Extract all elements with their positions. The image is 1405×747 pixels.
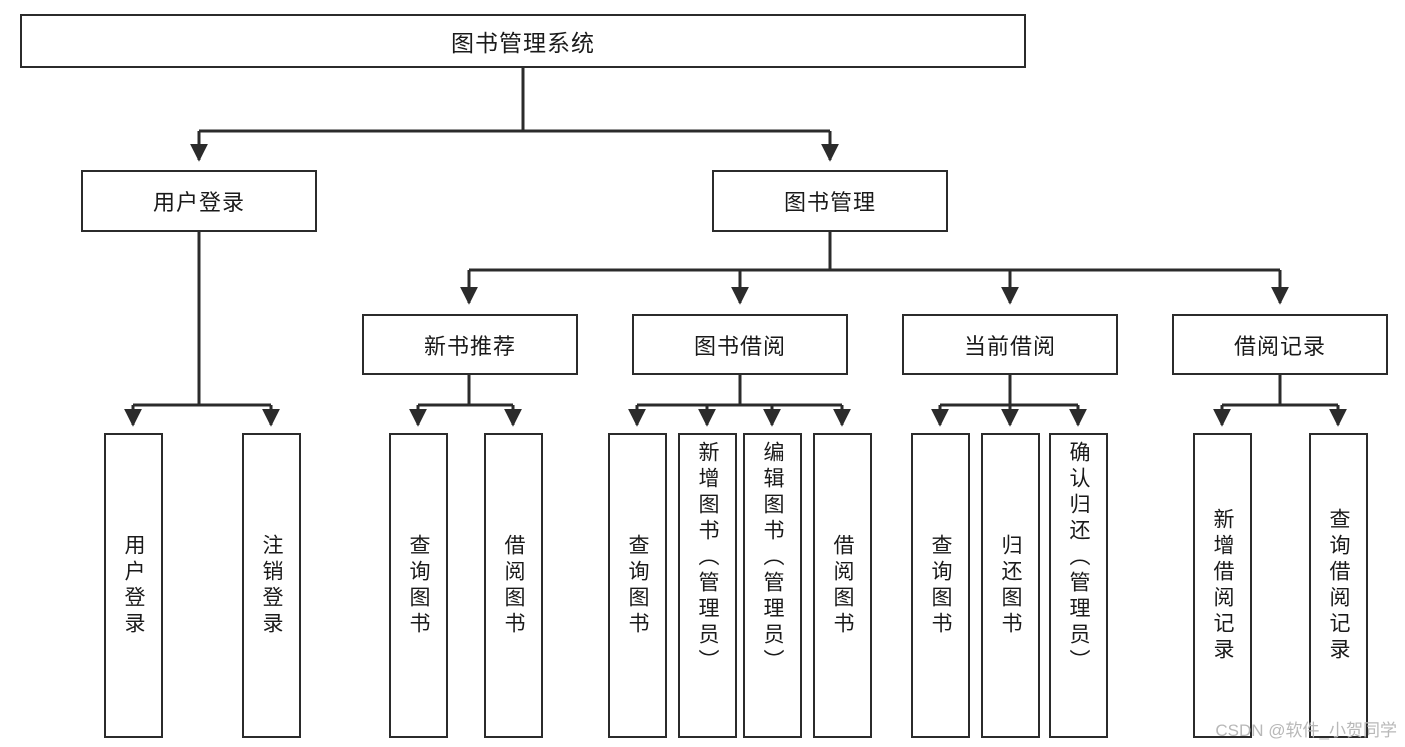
node-current-borrow[interactable]: 当前借阅 bbox=[902, 314, 1118, 375]
leaf-add-book[interactable]: 新增图书（管理员） bbox=[678, 433, 737, 738]
node-book-borrow[interactable]: 图书借阅 bbox=[632, 314, 848, 375]
leaf-query-record-label: 查询借阅记录 bbox=[1327, 507, 1350, 664]
leaf-user-login-label: 用户登录 bbox=[122, 533, 145, 638]
node-borrow-record[interactable]: 借阅记录 bbox=[1172, 314, 1388, 375]
leaf-logout[interactable]: 注销登录 bbox=[242, 433, 301, 738]
node-borrow-record-label: 借阅记录 bbox=[1233, 333, 1326, 359]
leaf-confirm-return-label: 确认归还（管理员） bbox=[1067, 441, 1090, 675]
node-book-management-label: 图书管理 bbox=[783, 190, 876, 215]
leaf-query-book-1-label: 查询图书 bbox=[407, 533, 430, 638]
leaf-confirm-return[interactable]: 确认归还（管理员） bbox=[1049, 433, 1108, 738]
leaf-query-book-3[interactable]: 查询图书 bbox=[911, 433, 970, 738]
leaf-query-record[interactable]: 查询借阅记录 bbox=[1309, 433, 1368, 738]
node-user-login-label: 用户登录 bbox=[152, 190, 245, 215]
leaf-borrow-book-1-label: 借阅图书 bbox=[502, 533, 525, 638]
node-new-book-recommend[interactable]: 新书推荐 bbox=[362, 314, 578, 375]
leaf-add-book-label: 新增图书（管理员） bbox=[696, 441, 719, 675]
leaf-add-record-label: 新增借阅记录 bbox=[1211, 507, 1234, 664]
node-user-login[interactable]: 用户登录 bbox=[81, 170, 317, 232]
node-new-book-recommend-label: 新书推荐 bbox=[423, 333, 516, 359]
leaf-return-book[interactable]: 归还图书 bbox=[981, 433, 1040, 738]
leaf-logout-label: 注销登录 bbox=[260, 533, 283, 638]
csdn-watermark: CSDN @软件_小贺同学 bbox=[1215, 721, 1397, 740]
leaf-query-book-1[interactable]: 查询图书 bbox=[389, 433, 448, 738]
leaf-user-login[interactable]: 用户登录 bbox=[104, 433, 163, 738]
leaf-borrow-book-2-label: 借阅图书 bbox=[831, 533, 854, 638]
node-root-label: 图书管理系统 bbox=[451, 30, 595, 56]
node-book-borrow-label: 图书借阅 bbox=[693, 333, 786, 359]
leaf-borrow-book-2[interactable]: 借阅图书 bbox=[813, 433, 872, 738]
leaf-query-book-2[interactable]: 查询图书 bbox=[608, 433, 667, 738]
leaf-edit-book[interactable]: 编辑图书（管理员） bbox=[743, 433, 802, 738]
leaf-query-book-2-label: 查询图书 bbox=[626, 533, 649, 638]
node-book-management[interactable]: 图书管理 bbox=[712, 170, 948, 232]
node-root[interactable]: 图书管理系统 bbox=[20, 14, 1026, 68]
leaf-add-record[interactable]: 新增借阅记录 bbox=[1193, 433, 1252, 738]
leaf-query-book-3-label: 查询图书 bbox=[929, 533, 952, 638]
leaf-return-book-label: 归还图书 bbox=[999, 533, 1022, 638]
node-current-borrow-label: 当前借阅 bbox=[963, 333, 1056, 359]
leaf-edit-book-label: 编辑图书（管理员） bbox=[761, 441, 784, 675]
leaf-borrow-book-1[interactable]: 借阅图书 bbox=[484, 433, 543, 738]
